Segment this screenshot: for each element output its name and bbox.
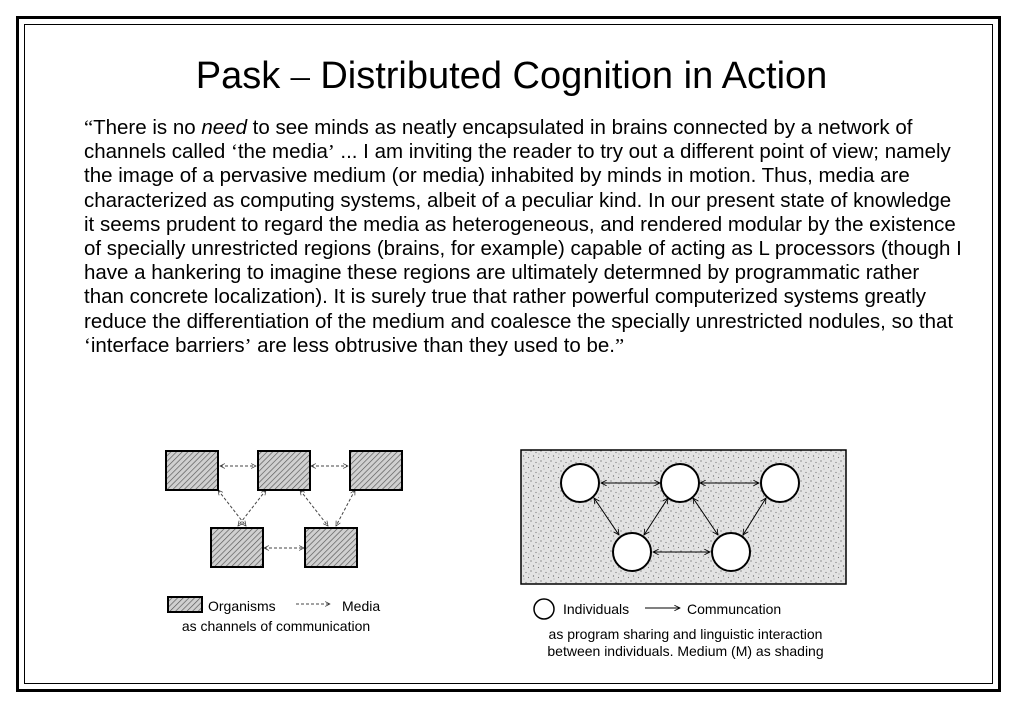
communication-arrow [743, 498, 766, 535]
quote-inner-close-2: ’ [244, 334, 252, 357]
legend-media-label: Media [342, 598, 381, 614]
organisms-diagram [165, 450, 403, 568]
quote-open-mark: “ [84, 117, 94, 139]
organisms-caption: as channels of communication [181, 618, 371, 634]
quote-inner-close-1: ’ [327, 141, 335, 164]
title-dash: – [290, 55, 310, 97]
legend-individuals-label: Individuals [563, 601, 630, 617]
quote-close-mark: ” [615, 334, 625, 357]
individual-node [660, 463, 700, 503]
individuals-diagram [520, 449, 847, 585]
organism-box [165, 450, 219, 491]
inner-frame [24, 24, 993, 684]
legend-organism-swatch [167, 596, 203, 613]
quote-inner-open-1: ‘ [231, 141, 238, 164]
quote-inner-open-2: ‘ [84, 334, 91, 357]
quote-emphasis: need [201, 116, 247, 139]
quote-text-3: ... I am inviting the reader to try out … [84, 140, 962, 333]
pask-quote: “There is no need to see minds as neatly… [84, 116, 964, 358]
organism-box [210, 527, 264, 568]
title-right: Distributed Cognition in Action [309, 55, 828, 97]
individuals-caption-line-2: between individuals. Medium (M) as shadi… [547, 643, 824, 659]
communication-arrow [594, 498, 619, 535]
media-channel-b-d [238, 490, 266, 526]
quote-inner-text-2: interface barriers [90, 333, 245, 357]
communication-arrow [644, 498, 668, 535]
organisms-legend [167, 596, 330, 613]
individual-node [711, 532, 751, 572]
individuals-legend [533, 598, 680, 620]
quote-text-1: There is no [93, 116, 202, 139]
individuals-caption-line-1: as program sharing and linguistic intera… [548, 626, 823, 642]
quote-inner-text-1: the media [237, 140, 328, 164]
media-channel-c-e [335, 490, 356, 526]
title-left: Pask [195, 55, 291, 97]
media-channel-b-e [300, 490, 328, 526]
communication-arrow [693, 498, 718, 535]
legend-communication-label: Communcation [687, 601, 782, 617]
individual-node [612, 532, 652, 572]
legend-organisms-label: Organisms [208, 598, 276, 614]
legend-individual-swatch [533, 598, 555, 620]
media-channel-a-d [218, 490, 246, 526]
organism-box [304, 527, 358, 568]
organism-box [349, 450, 403, 491]
quote-text-4: are less obtrusive than they used to be. [251, 333, 615, 357]
individual-node [760, 463, 800, 503]
individual-node [560, 463, 600, 503]
outer-frame [16, 16, 1001, 692]
slide-title: Pask – Distributed Cognition in Action [0, 54, 1023, 98]
organism-box [257, 450, 311, 491]
quote-text-2: to see minds as neatly encapsulated in b… [84, 116, 913, 164]
